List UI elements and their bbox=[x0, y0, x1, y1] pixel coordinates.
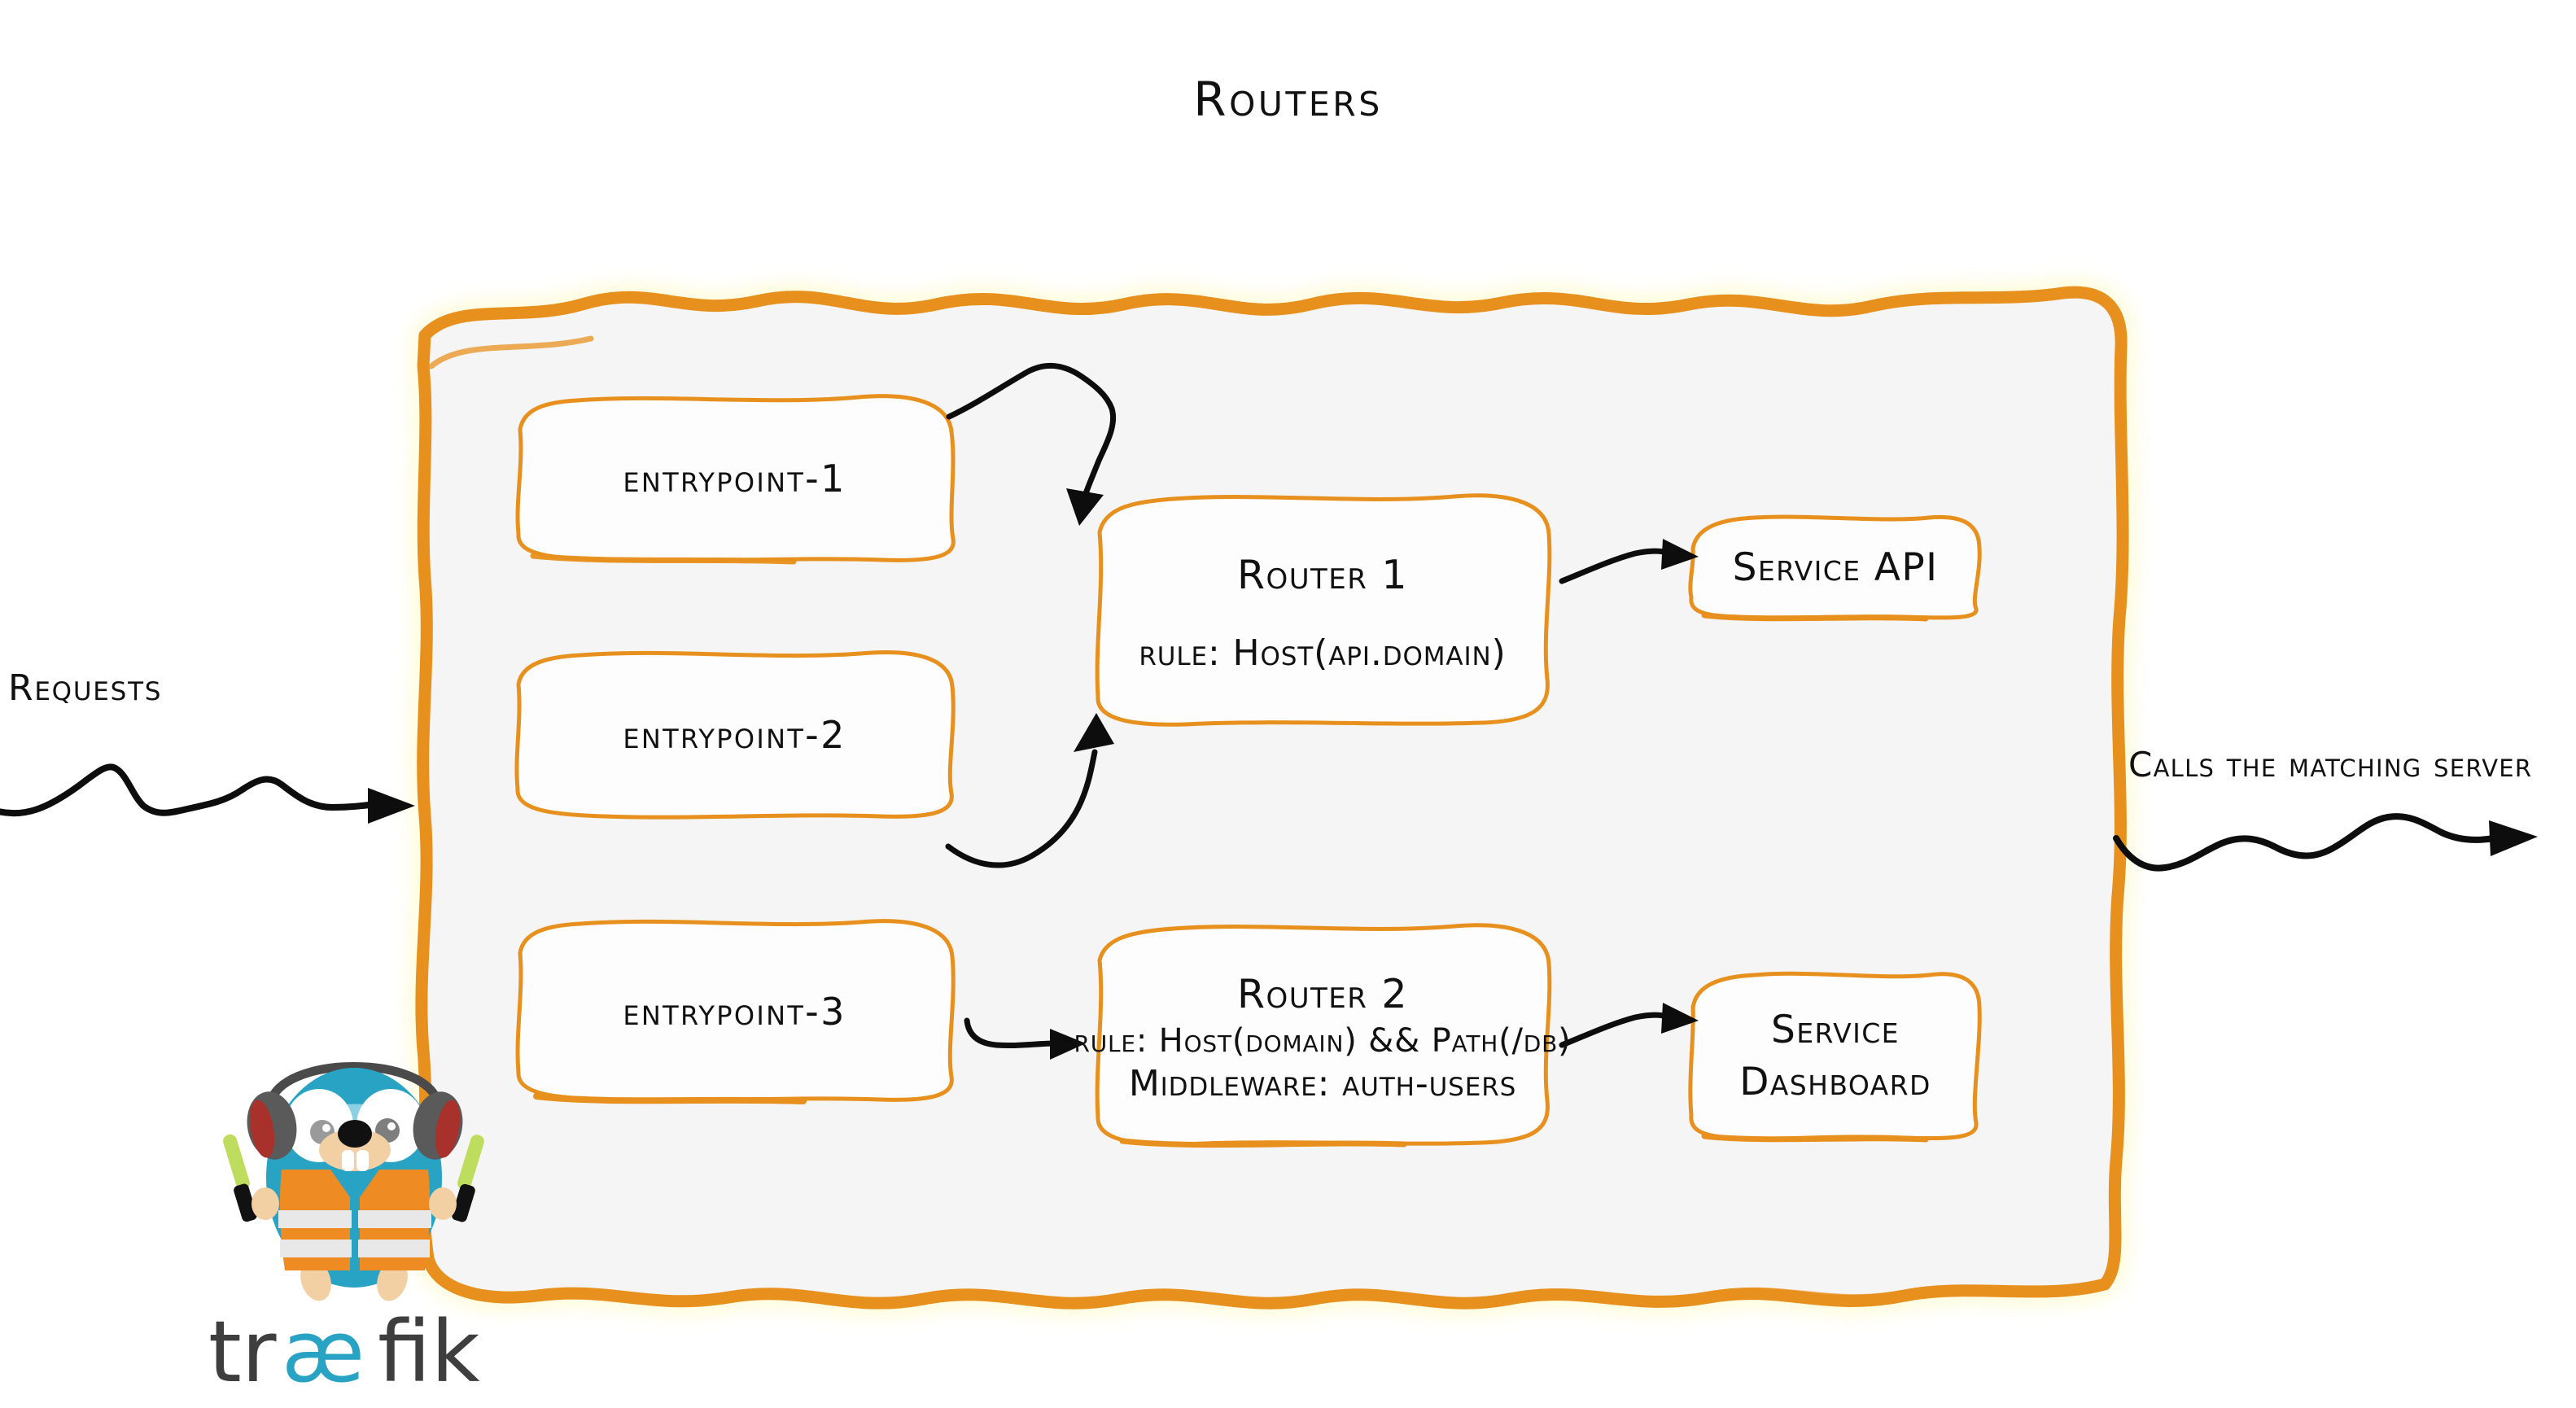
router-2-rule: rule: Host(domain) && Path(/db) bbox=[1074, 1022, 1572, 1060]
traefik-gopher-mascot bbox=[223, 1062, 484, 1301]
earcup-left bbox=[247, 1091, 297, 1160]
box-outline bbox=[1095, 493, 1552, 727]
router-1-rule: rule: Host(api.domain) bbox=[1139, 632, 1507, 674]
hand-right bbox=[429, 1187, 457, 1220]
routers-container: entrypoint-1 entrypoint-2 entrypoint-3 R… bbox=[407, 269, 2141, 1327]
router-1-title: Router 1 bbox=[1236, 551, 1409, 598]
service-dashboard-label-line1: Service bbox=[1771, 1008, 1900, 1053]
wand-right bbox=[452, 1135, 484, 1222]
requests-label: Requests bbox=[8, 667, 163, 709]
router-1-box[interactable]: Router 1 rule: Host(api.domain) bbox=[1087, 488, 1559, 737]
service-dashboard-label-line2: Dashboard bbox=[1739, 1059, 1931, 1104]
service-api-label: Service API bbox=[1732, 544, 1939, 590]
entrypoint-1-box[interactable]: entrypoint-1 bbox=[509, 391, 960, 566]
muzzle bbox=[319, 1129, 391, 1171]
entrypoint-1-label: entrypoint-1 bbox=[623, 456, 846, 501]
nose bbox=[338, 1120, 372, 1148]
box-outline bbox=[1688, 514, 1982, 622]
router-2-box[interactable]: Router 2 rule: Host(domain) && Path(/db)… bbox=[1074, 920, 1571, 1156]
calls-the-matching-server-arrow bbox=[2113, 813, 2538, 872]
router-2-title: Router 2 bbox=[1236, 971, 1409, 1017]
calls-the-matching-server-label: Calls the matching server bbox=[2128, 745, 2533, 785]
wand-left bbox=[223, 1134, 257, 1222]
entrypoint-3-label: entrypoint-3 bbox=[623, 989, 846, 1034]
service-api-box[interactable]: Service API bbox=[1685, 513, 1986, 623]
service-dashboard-box[interactable]: Service Dashboard bbox=[1685, 969, 1986, 1143]
safety-vest bbox=[278, 1170, 431, 1270]
traefik-brand: tr æ fik bbox=[208, 1030, 488, 1408]
entrypoint-2-label: entrypoint-2 bbox=[623, 712, 846, 757]
requests-arrow bbox=[0, 763, 415, 824]
headphone-band bbox=[265, 1062, 443, 1109]
entrypoint-3-box[interactable]: entrypoint-3 bbox=[509, 916, 960, 1107]
traefik-wordmark: tr æ fik bbox=[208, 1306, 480, 1401]
router-2-middleware: Middleware: auth-users bbox=[1128, 1063, 1517, 1104]
box-outline bbox=[1688, 971, 1982, 1143]
page-title: Routers bbox=[1193, 72, 1383, 127]
wordmark-ae: æ bbox=[282, 1306, 365, 1401]
hand-left bbox=[251, 1187, 279, 1220]
entrypoint-2-box[interactable]: entrypoint-2 bbox=[509, 647, 960, 822]
box-outline bbox=[1095, 923, 1552, 1148]
earcup-right bbox=[413, 1091, 463, 1160]
wordmark-fik: fik bbox=[378, 1306, 480, 1401]
box-outline bbox=[515, 919, 956, 1104]
box-outline bbox=[515, 394, 956, 565]
wordmark-tr: tr bbox=[208, 1306, 277, 1401]
